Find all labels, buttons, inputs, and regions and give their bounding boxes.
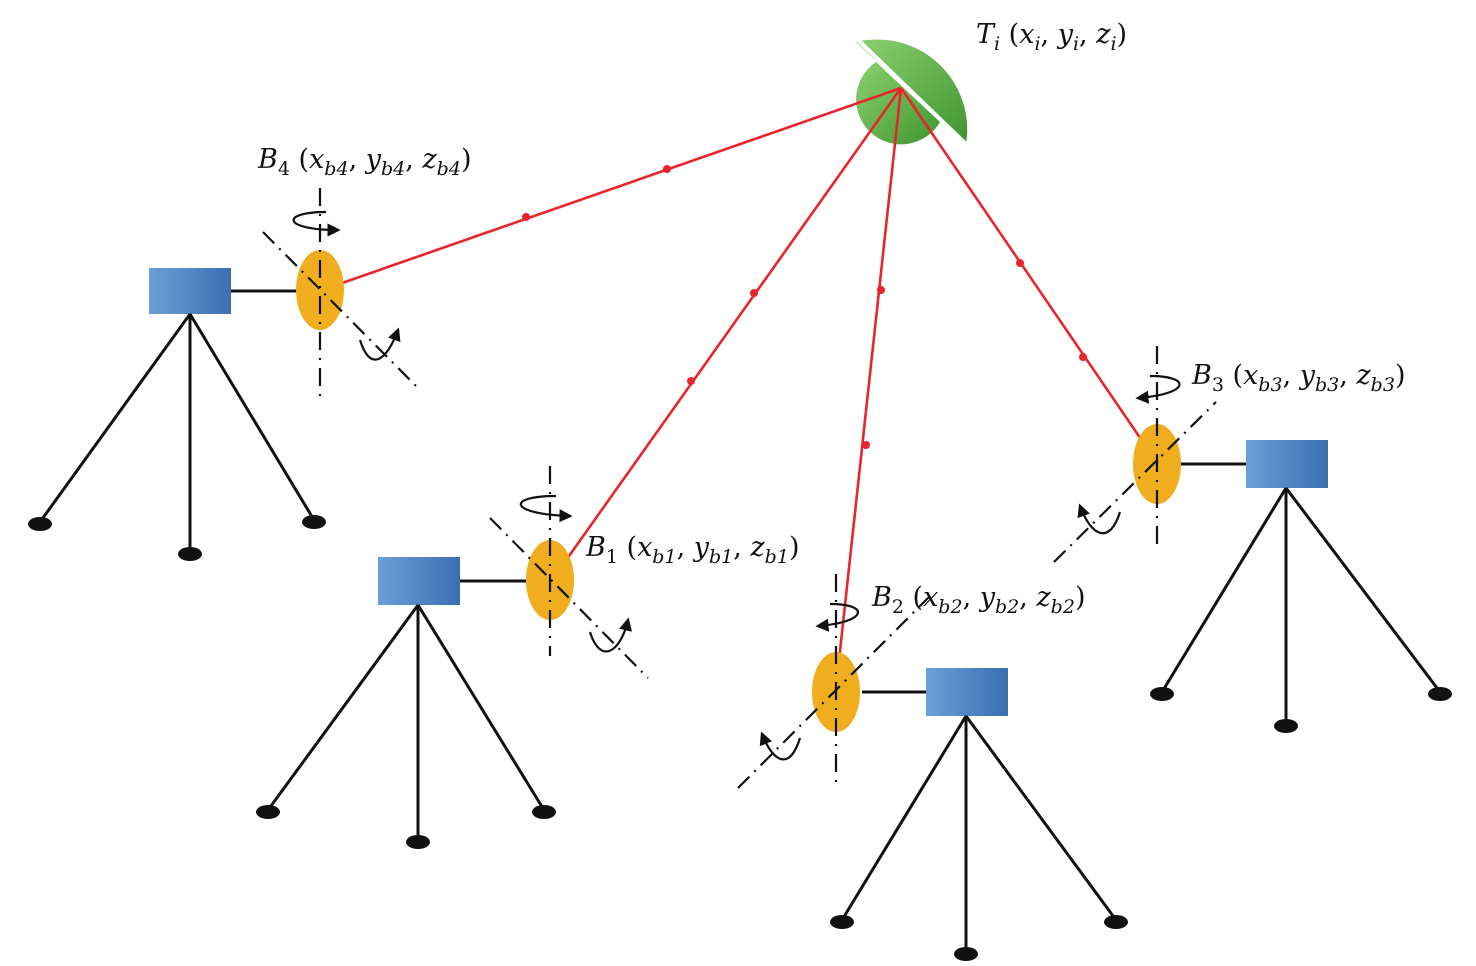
tracker-head bbox=[296, 250, 344, 330]
svg-text:B1 (xb1, yb1, zb1): B1 (xb1, yb1, zb1) bbox=[585, 532, 799, 568]
beam-b1 bbox=[550, 87, 903, 581]
instrument-body bbox=[149, 268, 231, 314]
label-b3: B3 (xb3, yb3, zb3) bbox=[1191, 360, 1405, 396]
target-sphere bbox=[856, 38, 970, 148]
svg-text:B3 (xb3, yb3, zb3): B3 (xb3, yb3, zb3) bbox=[1191, 360, 1405, 396]
station-b1 bbox=[256, 466, 649, 849]
svg-text:B4 (xb4, yb4, zb4): B4 (xb4, yb4, zb4) bbox=[257, 144, 471, 180]
instrument-body bbox=[926, 668, 1008, 716]
svg-text:B2 (xb2, yb2, zb2): B2 (xb2, yb2, zb2) bbox=[871, 582, 1085, 618]
laser-beams bbox=[321, 86, 1160, 689]
label-b4: B4 (xb4, yb4, zb4) bbox=[257, 144, 471, 180]
beam-b2 bbox=[834, 87, 903, 689]
label-target: Ti (xi, yi, zi) bbox=[976, 19, 1127, 55]
label-b1: B1 (xb1, yb1, zb1) bbox=[585, 532, 799, 568]
station-b3 bbox=[1053, 346, 1452, 733]
instrument-body bbox=[1246, 440, 1328, 488]
beam-b3 bbox=[899, 87, 1160, 465]
station-b4 bbox=[28, 188, 421, 561]
label-b2: B2 (xb2, yb2, zb2) bbox=[871, 582, 1085, 618]
instrument-body bbox=[378, 557, 460, 605]
station-b2 bbox=[737, 574, 1128, 961]
beam-b4 bbox=[321, 86, 902, 292]
svg-text:Ti (xi, yi, zi): Ti (xi, yi, zi) bbox=[976, 19, 1127, 55]
